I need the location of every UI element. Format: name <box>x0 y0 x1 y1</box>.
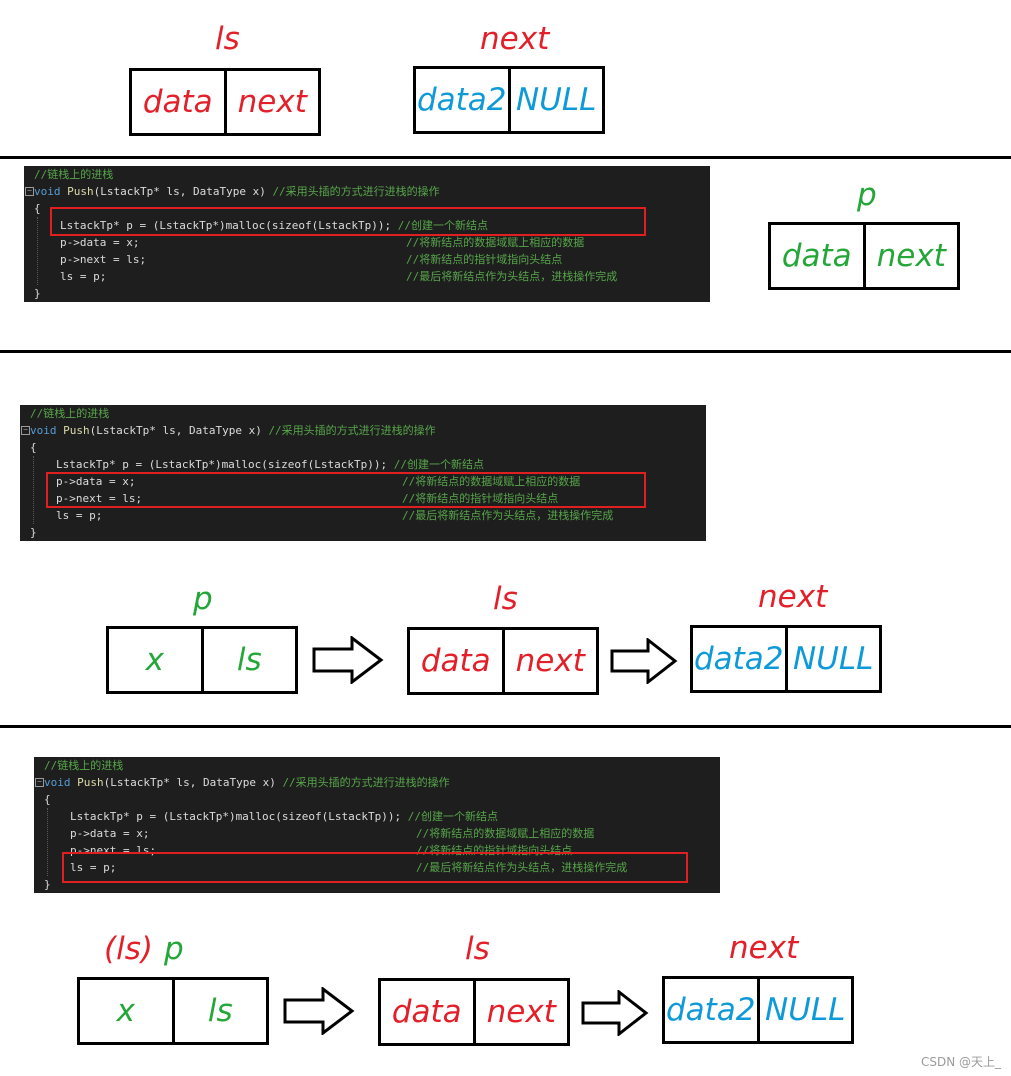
node-ls: data next <box>378 978 570 1046</box>
label-ls: ls <box>465 931 490 967</box>
node-ls: data next <box>407 627 599 695</box>
code-line-data: p->data = x; <box>70 827 150 840</box>
code-brace-close: } <box>34 287 41 300</box>
arrow-right-icon <box>312 636 384 684</box>
code-comment-title: //链栈上的进栈 <box>30 407 110 420</box>
code-line-signature: void Push(LstackTp* ls, DataType x) //采用… <box>30 424 436 437</box>
watermark: CSDN @天上_ <box>920 1055 1001 1069</box>
node-data-cell: data2 <box>416 82 507 118</box>
label-next: next <box>729 930 799 966</box>
code-comment: //将新结点的数据域赋上相应的数据 <box>402 475 581 488</box>
code-line-malloc: LstackTp* p = (LstackTp*)malloc(sizeof(L… <box>70 810 499 823</box>
fold-icon: − <box>25 187 34 196</box>
code-comment: //最后将新结点作为头结点，进栈操作完成 <box>402 509 614 522</box>
node-data-cell: x <box>145 642 164 678</box>
fold-icon: − <box>35 778 44 787</box>
label-next: next <box>758 579 828 615</box>
code-brace-open: { <box>30 441 37 454</box>
highlight-box <box>50 207 646 236</box>
code-brace-close: } <box>30 526 37 539</box>
code-brace-close: } <box>44 878 51 891</box>
code-comment: //最后将新结点作为头结点，进栈操作完成 <box>416 861 628 874</box>
node-next-cell: next <box>223 71 319 133</box>
code-line-data: p->data = x; <box>56 475 136 488</box>
code-snippet: //链栈上的进栈 − void Push(LstackTp* ls, DataT… <box>34 757 720 893</box>
code-line-assign: ls = p; <box>60 270 107 283</box>
label-p: p <box>193 581 213 617</box>
node-p: x ls <box>106 626 298 694</box>
code-comment: //最后将新结点作为头结点，进栈操作完成 <box>406 270 618 283</box>
node-next-cell: NULL <box>784 628 880 690</box>
node-next: data2 NULL <box>413 66 605 134</box>
node-next: data2 NULL <box>690 625 882 693</box>
highlight-box <box>62 852 688 883</box>
fold-icon: − <box>21 426 30 435</box>
node-data-cell: data2 <box>665 992 756 1028</box>
node-data-cell: x <box>116 993 135 1029</box>
node-next-cell: ls <box>200 629 296 691</box>
code-line-data: p->data = x; <box>60 236 140 249</box>
code-line-assign: ls = p; <box>56 509 103 522</box>
label-next: next <box>480 21 550 57</box>
code-comment: //将新结点的指针域指向头结点 <box>406 253 563 266</box>
code-brace-open: { <box>44 793 51 806</box>
node-p: x ls <box>77 977 269 1045</box>
arrow-right-icon <box>610 638 678 684</box>
code-line-malloc: LstackTp* p = (LstackTp*)malloc(sizeof(L… <box>56 458 485 471</box>
node-data-cell: data <box>781 238 852 274</box>
divider <box>0 350 1011 353</box>
code-line-signature: void Push(LstackTp* ls, DataType x) //采用… <box>44 776 450 789</box>
code-comment: //将新结点的数据域赋上相应的数据 <box>406 236 585 249</box>
divider <box>0 156 1011 159</box>
code-line-signature: void Push(LstackTp* ls, DataType x) //采用… <box>34 185 440 198</box>
label-ls: ls <box>493 581 518 617</box>
code-comment-title: //链栈上的进栈 <box>44 759 124 772</box>
code-comment-title: //链栈上的进栈 <box>34 168 114 181</box>
code-comment: //将新结点的数据域赋上相应的数据 <box>416 827 595 840</box>
label-ls: ls <box>215 21 240 57</box>
label-ls-paren: (ls) <box>104 931 153 967</box>
node-next-cell: NULL <box>507 69 603 131</box>
code-line-next: p->next = ls; <box>60 253 147 266</box>
code-line-next: p->next = ls; <box>56 492 143 505</box>
node-data-cell: data <box>142 84 213 120</box>
node-next: data2 NULL <box>662 976 854 1044</box>
code-line-malloc: LstackTp* p = (LstackTp*)malloc(sizeof(L… <box>60 219 489 232</box>
label-p: p <box>164 931 184 967</box>
code-comment: //将新结点的指针域指向头结点 <box>402 492 559 505</box>
arrow-right-icon <box>283 987 355 1035</box>
arrow-right-icon <box>581 990 649 1036</box>
code-line-assign: ls = p; <box>70 861 117 874</box>
node-next-cell: ls <box>171 980 267 1042</box>
label-p: p <box>857 177 877 213</box>
node-next-cell: next <box>501 630 597 692</box>
node-next-cell: next <box>862 225 958 287</box>
node-ls: data next <box>129 68 321 136</box>
node-next-cell: next <box>472 981 568 1043</box>
code-brace-open: { <box>34 202 41 215</box>
node-data-cell: data2 <box>693 641 784 677</box>
highlight-box <box>46 472 646 508</box>
divider <box>0 725 1011 728</box>
node-data-cell: data <box>391 994 462 1030</box>
node-p: data next <box>768 222 960 290</box>
node-data-cell: data <box>420 643 491 679</box>
node-next-cell: NULL <box>756 979 852 1041</box>
